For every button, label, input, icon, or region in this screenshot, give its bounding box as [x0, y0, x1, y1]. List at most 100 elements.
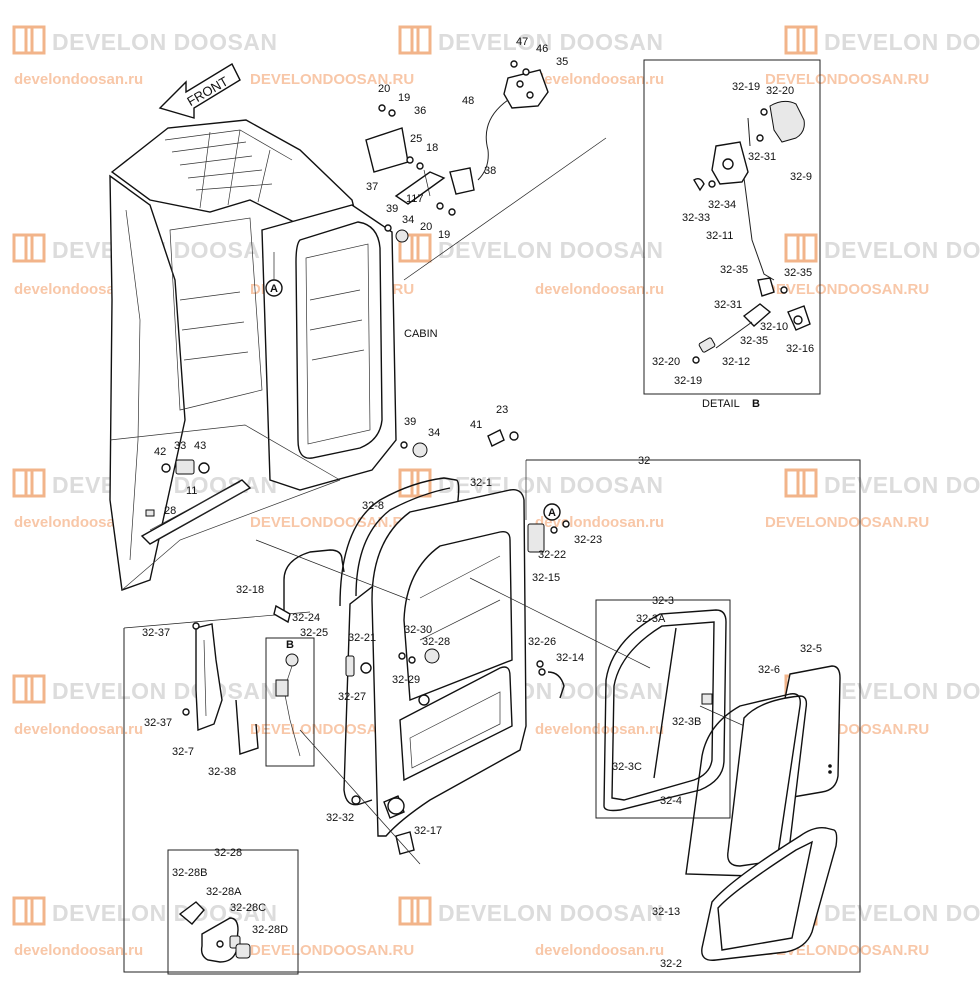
part-label: 32-15 — [532, 572, 560, 584]
part-label: 32-16 — [786, 343, 814, 355]
part-label: 32-19 — [732, 81, 760, 93]
watermark-url: develondoosan.ru — [535, 71, 664, 88]
watermark-url: develondoosan.ru — [535, 281, 664, 298]
stopper-box — [167, 849, 299, 975]
watermark-logo: DEVELON DOOSAN — [784, 25, 980, 55]
part-label: 32-12 — [722, 356, 750, 368]
part-label: 32-29 — [392, 674, 420, 686]
part-label: 32-20 — [766, 85, 794, 97]
watermark-brand: DEVELON DOOSAN — [52, 900, 278, 926]
part-label: 32-13 — [652, 906, 680, 918]
watermark-url: DEVELONDOOSAN.RU — [250, 71, 414, 88]
part-label: 48 — [462, 95, 474, 107]
part-label: 32-31 — [748, 151, 776, 163]
part-label: 47 — [516, 36, 528, 48]
watermark-url: DEVELONDOOSAN.RU — [250, 514, 414, 531]
watermark-brand: DEVELON DOOSAN — [52, 29, 278, 55]
part-label: 38 — [484, 165, 496, 177]
part-label: 46 — [536, 43, 548, 55]
part-label: 28 — [164, 505, 176, 517]
watermark-logo: DEVELON DOOSAN — [398, 468, 664, 498]
part-label: 34 — [428, 427, 440, 439]
door-panel: A — [255, 489, 821, 865]
part-label: 39 — [386, 203, 398, 215]
part-label: 32-28 — [422, 636, 450, 648]
watermark-url: develondoosan.ru — [14, 514, 143, 531]
part-label: 32-28B — [172, 867, 207, 879]
part-label: 23 — [496, 404, 508, 416]
watermark-url: develondoosan.ru — [14, 942, 143, 959]
part-label: 32-32 — [326, 812, 354, 824]
part-label: 32-14 — [556, 652, 584, 664]
part-label: 43 — [194, 440, 206, 452]
watermark-url: develondoosan.ru — [535, 942, 664, 959]
watermark-logo: DEVELON DOOSAN — [398, 896, 664, 926]
callout-a-door: A — [548, 507, 556, 519]
part-label: 32-4 — [660, 795, 682, 807]
part-label: 32-3A — [636, 613, 666, 625]
watermark-brand: DEVELON DOOSAN — [824, 678, 980, 704]
callout-b-mini: B — [286, 639, 294, 651]
detail-b-caption: DETAIL — [702, 398, 740, 410]
part-label: 32-37 — [142, 627, 170, 639]
part-label: 19 — [438, 229, 450, 241]
part-label: 18 — [426, 142, 438, 154]
watermark-layer: DEVELON DOOSAN DEVELON DOOSAN DEVELON DO… — [12, 25, 980, 959]
side-bracket — [182, 622, 259, 755]
detail-b-mini: B — [265, 637, 315, 767]
door-seal — [339, 477, 460, 806]
part-label: 32-18 — [236, 584, 264, 596]
watermark-brand: DEVELON DOOSAN — [438, 29, 664, 55]
part-label: 25 — [410, 133, 422, 145]
watermark-brand: DEVELON DOOSAN — [438, 237, 664, 263]
callout-a: A — [270, 283, 278, 295]
part-label: 42 — [154, 446, 166, 458]
part-label: 32-28 — [214, 847, 242, 859]
part-labels: 47 46 35 48 20 19 36 25 18 38 37 117 39 … — [142, 36, 822, 970]
detail-b-letter: B — [752, 398, 760, 410]
part-label: 36 — [414, 105, 426, 117]
part-label: 32-7 — [172, 746, 194, 758]
part-label: 32-31 — [714, 299, 742, 311]
front-arrow: FRONT — [158, 63, 241, 119]
cabin-body: A — [109, 119, 397, 591]
part-label: 20 — [420, 221, 432, 233]
part-label: 32-35 — [740, 335, 768, 347]
watermark-logo: DEVELON DOOSAN — [398, 25, 664, 55]
part-label: 32-9 — [790, 171, 812, 183]
part-label: 33 — [174, 440, 186, 452]
part-label: 32-25 — [300, 627, 328, 639]
part-label: 32-19 — [674, 375, 702, 387]
watermark-url: DEVELONDOOSAN.RU — [765, 71, 929, 88]
part-label: 32-8 — [362, 500, 384, 512]
part-label: 32-22 — [538, 549, 566, 561]
part-label: 32-21 — [348, 632, 376, 644]
part-label: 41 — [470, 419, 482, 431]
watermark-url: DEVELONDOOSAN.RU — [250, 942, 414, 959]
watermark-brand: DEVELON DOOSAN — [438, 900, 664, 926]
part-label: 32-26 — [528, 636, 556, 648]
part-label: 32-24 — [292, 612, 320, 624]
watermark-brand: DEVELON DOOSAN — [438, 472, 664, 498]
part-label: 32-3 — [652, 595, 674, 607]
part-label: 32-1 — [470, 477, 492, 489]
part-label: 32-37 — [144, 717, 172, 729]
watermark-logo: DEVELON DOOSAN — [398, 233, 664, 263]
watermark-brand: DEVELON DOOSAN — [824, 29, 980, 55]
watermark-logo: DEVELON DOOSAN — [12, 25, 278, 55]
cabin-label: CABIN — [404, 328, 438, 340]
part-label: 20 — [378, 83, 390, 95]
part-label: 11 — [186, 485, 197, 497]
part-label: 37 — [366, 181, 378, 193]
watermark-logo: DEVELON DOOSAN — [784, 468, 980, 498]
watermark-url: DEVELONDOOSAN.RU — [765, 281, 929, 298]
watermark-url: develondoosan.ru — [535, 721, 664, 738]
upper-hardware — [365, 60, 607, 281]
part-label: 19 — [398, 92, 410, 104]
part-label: 32-38 — [208, 766, 236, 778]
watermark-url: DEVELONDOOSAN.RU — [765, 514, 929, 531]
part-label: 32-34 — [708, 199, 736, 211]
part-label: 35 — [556, 56, 568, 68]
detail-b-panel: DETAIL B — [643, 59, 821, 410]
